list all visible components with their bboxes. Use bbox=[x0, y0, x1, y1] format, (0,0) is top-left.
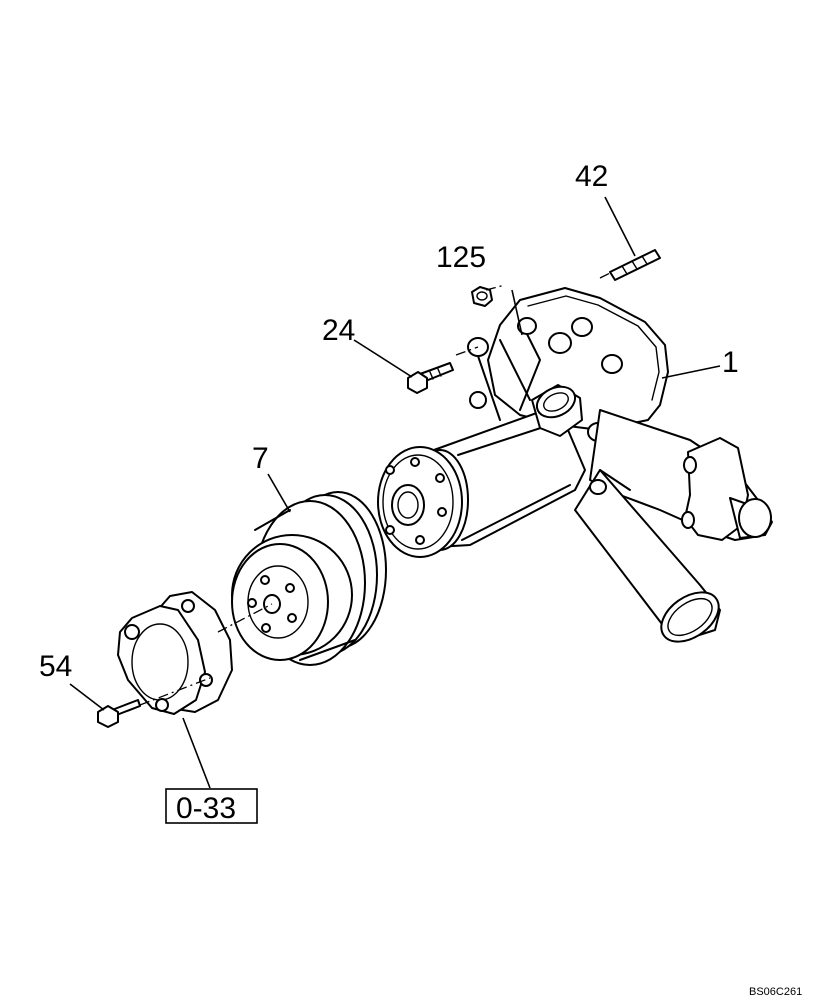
drawing-code: BS06C261 bbox=[749, 986, 802, 998]
callout-125: 125 bbox=[436, 241, 486, 274]
reference-box[interactable]: 0-33 bbox=[165, 788, 258, 825]
fan-pulley-7[interactable] bbox=[231, 491, 387, 666]
fan-spacer[interactable] bbox=[117, 591, 233, 715]
stud-bolt-42[interactable] bbox=[609, 249, 661, 281]
bolt-54[interactable] bbox=[97, 699, 141, 728]
callout-7: 7 bbox=[252, 442, 269, 475]
leader-lines bbox=[69, 196, 721, 789]
callout-1: 1 bbox=[722, 346, 739, 379]
callout-54: 54 bbox=[39, 650, 72, 683]
bolt-24[interactable] bbox=[407, 362, 454, 394]
reference-box-label: 0-33 bbox=[176, 792, 236, 825]
nut-125[interactable] bbox=[471, 286, 493, 307]
water-pump-body[interactable] bbox=[377, 287, 773, 652]
assembly-axis-lines bbox=[139, 271, 613, 706]
callout-24: 24 bbox=[322, 314, 355, 347]
callout-42: 42 bbox=[575, 160, 608, 193]
